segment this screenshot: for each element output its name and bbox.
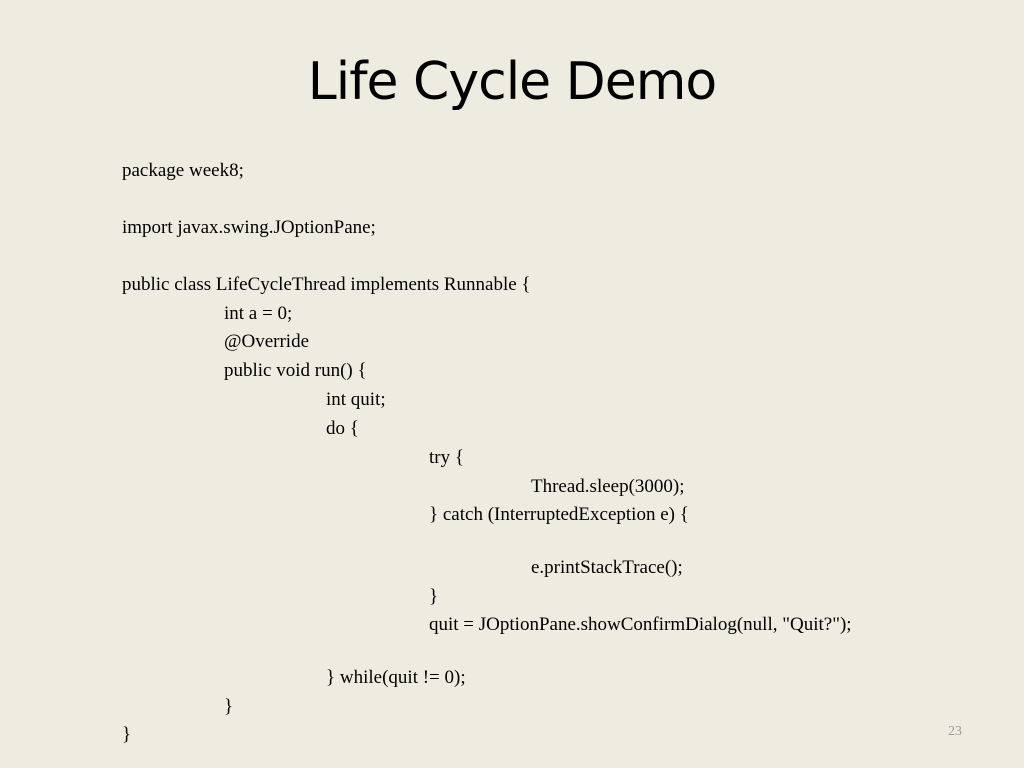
code-line: public class LifeCycleThread implements … (122, 274, 531, 295)
code-line: import javax.swing.JOptionPane; (122, 217, 376, 238)
code-line: e.printStackTrace(); (531, 557, 683, 578)
code-line: } while(quit != 0); (326, 667, 466, 688)
code-line: Thread.sleep(3000); (531, 476, 685, 497)
code-line: } (122, 724, 132, 745)
code-line: } (224, 696, 234, 717)
code-line: @Override (224, 331, 310, 352)
page-number: 23 (948, 724, 962, 739)
code-line: public void run() { (224, 360, 367, 381)
code-line: try { (429, 447, 464, 468)
code-line: int a = 0; (224, 303, 293, 324)
code-line: package week8; (122, 160, 244, 181)
code-line: quit = JOptionPane.showConfirmDialog(nul… (429, 614, 852, 635)
code-line: } catch (InterruptedException e) { (429, 504, 689, 525)
code-line: } (429, 586, 439, 607)
slide-title: Life Cycle Demo (307, 52, 717, 112)
code-line: int quit; (326, 389, 386, 410)
code-line: do { (326, 418, 359, 439)
